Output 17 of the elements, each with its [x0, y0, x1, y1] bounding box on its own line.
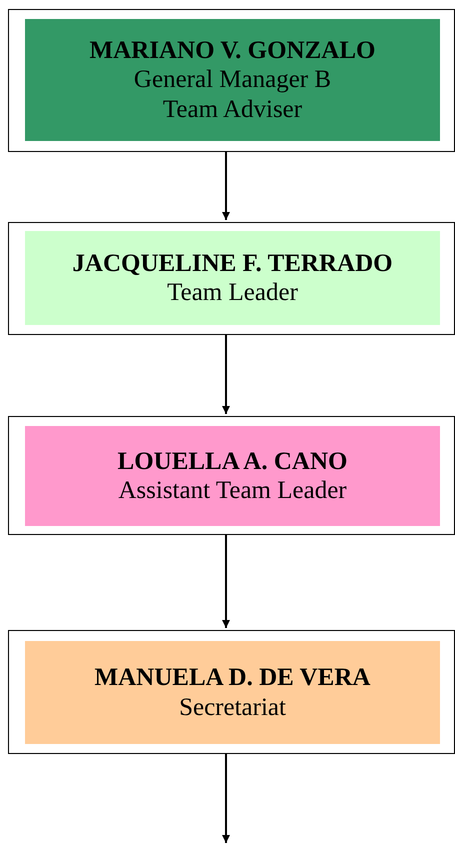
org-box — [8, 9, 455, 152]
person-name: MANUELA D. DE VERA — [94, 663, 370, 692]
org-box — [8, 222, 455, 335]
role-title: General Manager B — [134, 65, 332, 95]
arrow — [222, 152, 230, 220]
org-box — [8, 416, 455, 535]
role-title: Team Adviser — [162, 94, 302, 124]
org-box — [8, 630, 455, 754]
role-title: Team Leader — [167, 278, 298, 308]
role-title: Assistant Team Leader — [118, 476, 347, 506]
role-title: Secretariat — [179, 692, 286, 722]
arrow — [222, 535, 230, 628]
arrow — [222, 335, 230, 414]
arrow — [222, 754, 230, 843]
person-name: LOUELLA A. CANO — [118, 446, 348, 476]
person-name: JACQUELINE F. TERRADO — [72, 248, 393, 278]
person-name: MARIANO V. GONZALO — [90, 36, 376, 66]
